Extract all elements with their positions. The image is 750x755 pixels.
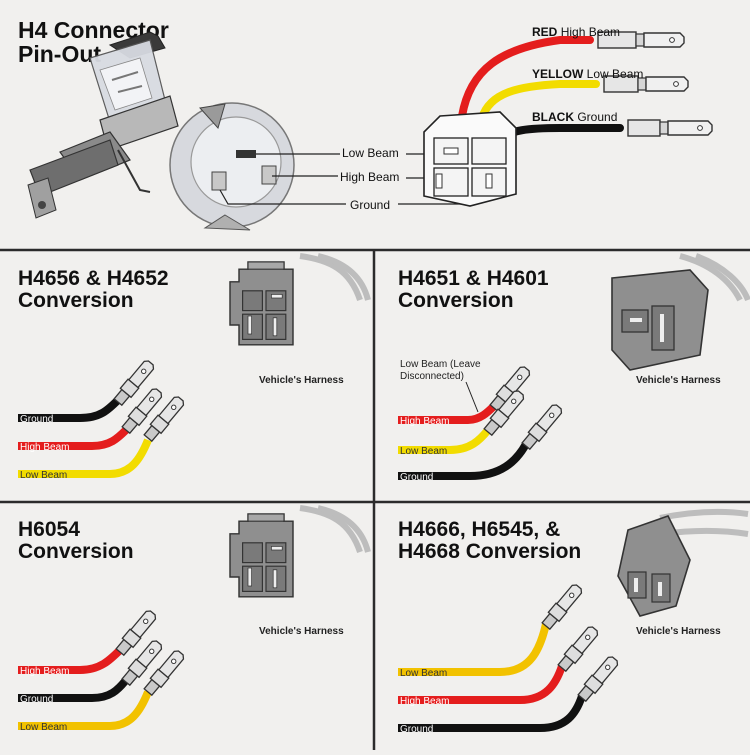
black-wire [496, 124, 624, 144]
panel2-harness-label: Vehicle's Harness [636, 375, 721, 386]
black-wire-label: BLACK Ground [532, 110, 617, 124]
panel1-vehicle-harness-plug [229, 261, 294, 346]
panel2-title-line1: H4651 & H4601 [398, 267, 549, 290]
panel4-title-line2: H4668 Conversion [398, 540, 581, 563]
panel3-vehicle-harness-plug [229, 513, 294, 598]
panel-h4666-h6545-h4668: H4666, H6545, & H4668 Conversion Vehicle… [398, 508, 749, 735]
panel2-note-line1: Low Beam (Leave [400, 359, 481, 370]
panel4-wire-label-2: High Beam [400, 696, 449, 707]
yellow-wire-terminal [603, 75, 689, 93]
pin-label-low-beam: Low Beam [342, 146, 399, 160]
yellow-wire [478, 80, 600, 122]
panel2-wire-label-3: Ground [400, 472, 433, 483]
panel3-wire-label-3: Low Beam [20, 722, 67, 733]
panel-h4651-h4601: H4651 & H4601 Conversion Vehicle's Harne… [398, 253, 750, 483]
panel2-wire-label-1: High Beam [400, 416, 449, 427]
red-wire-terminal [597, 31, 685, 49]
yellow-wire-label: YELLOW Low Beam [532, 67, 643, 81]
pin-label-ground: Ground [350, 198, 390, 212]
panel1-title-line2: Conversion [18, 289, 134, 312]
panel3-harness-label: Vehicle's Harness [259, 626, 344, 637]
panel4-title-line1: H4666, H6545, & [398, 518, 560, 541]
panel3-wire-label-1: High Beam [20, 666, 69, 677]
panel2-vehicle-harness-plug [611, 269, 709, 371]
panel4-wire-label-3: Ground [400, 724, 433, 735]
panel3-wire-label-2: Ground [20, 694, 53, 705]
panel2-note-line2: Disconnected) [400, 371, 464, 382]
panel-h6054: H6054 Conversion Vehicle's Harness High … [18, 505, 371, 733]
panel4-harness-label: Vehicle's Harness [636, 626, 721, 637]
panel1-wire-label-1: Ground [20, 414, 53, 425]
panel-h4656-h4652: H4656 & H4652 Conversion Vehicle's Harne… [18, 253, 371, 481]
h4-bulb-icon [27, 31, 179, 219]
red-wire-label: RED High Beam [532, 25, 620, 39]
panel4-vehicle-harness-plug [617, 515, 691, 617]
h4-bulb-base-icon [169, 102, 295, 231]
panel1-wire-label-2: High Beam [20, 442, 69, 453]
red-wire [458, 36, 594, 120]
h4-socket-connector [423, 111, 517, 207]
panel1-wire-label-3: Low Beam [20, 470, 67, 481]
panel-dividers [0, 248, 750, 750]
pin-label-high-beam: High Beam [340, 170, 399, 184]
panel3-title-line1: H6054 [18, 518, 80, 541]
panel3-title-line2: Conversion [18, 540, 134, 563]
top-title-line2: Pin-Out [18, 41, 101, 67]
top-section: H4 Connector Pin-Out [18, 17, 713, 231]
panel2-title-line2: Conversion [398, 289, 514, 312]
panel4-wire-label-1: Low Beam [400, 668, 447, 679]
panel1-harness-label: Vehicle's Harness [259, 375, 344, 386]
panel2-wire-label-2: Low Beam [400, 446, 447, 457]
black-wire-terminal [627, 119, 713, 137]
panel1-title-line1: H4656 & H4652 [18, 267, 169, 290]
